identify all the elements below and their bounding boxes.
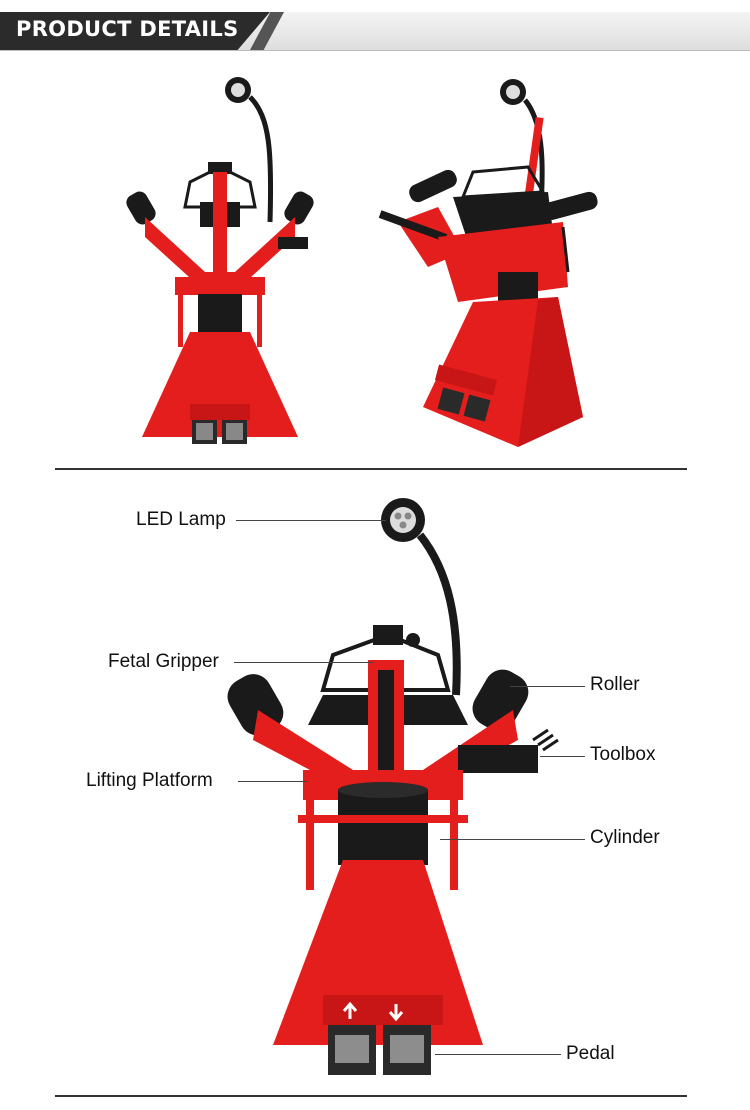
callout-roller: Roller <box>590 674 640 695</box>
product-photo-angled <box>378 79 598 447</box>
section-divider <box>55 1095 687 1097</box>
callout-pedal: Pedal <box>566 1043 615 1064</box>
page-title: PRODUCT DETAILS <box>16 17 239 41</box>
callout-lifting-platform: Lifting Platform <box>86 770 213 791</box>
leader-line <box>540 756 585 757</box>
product-photo-labeled <box>227 498 559 1075</box>
section-divider <box>55 468 687 470</box>
leader-line <box>234 662 374 663</box>
callout-cylinder: Cylinder <box>590 827 660 848</box>
callout-toolbox: Toolbox <box>590 744 656 765</box>
leader-line <box>238 781 308 782</box>
leader-line <box>510 686 585 687</box>
callout-fetal-gripper: Fetal Gripper <box>108 651 219 672</box>
header-tab <box>0 12 270 50</box>
leader-line <box>440 839 585 840</box>
leader-line <box>435 1054 561 1055</box>
product-photo-front <box>126 77 314 444</box>
leader-line <box>236 520 386 521</box>
callout-led-lamp: LED Lamp <box>136 509 226 530</box>
